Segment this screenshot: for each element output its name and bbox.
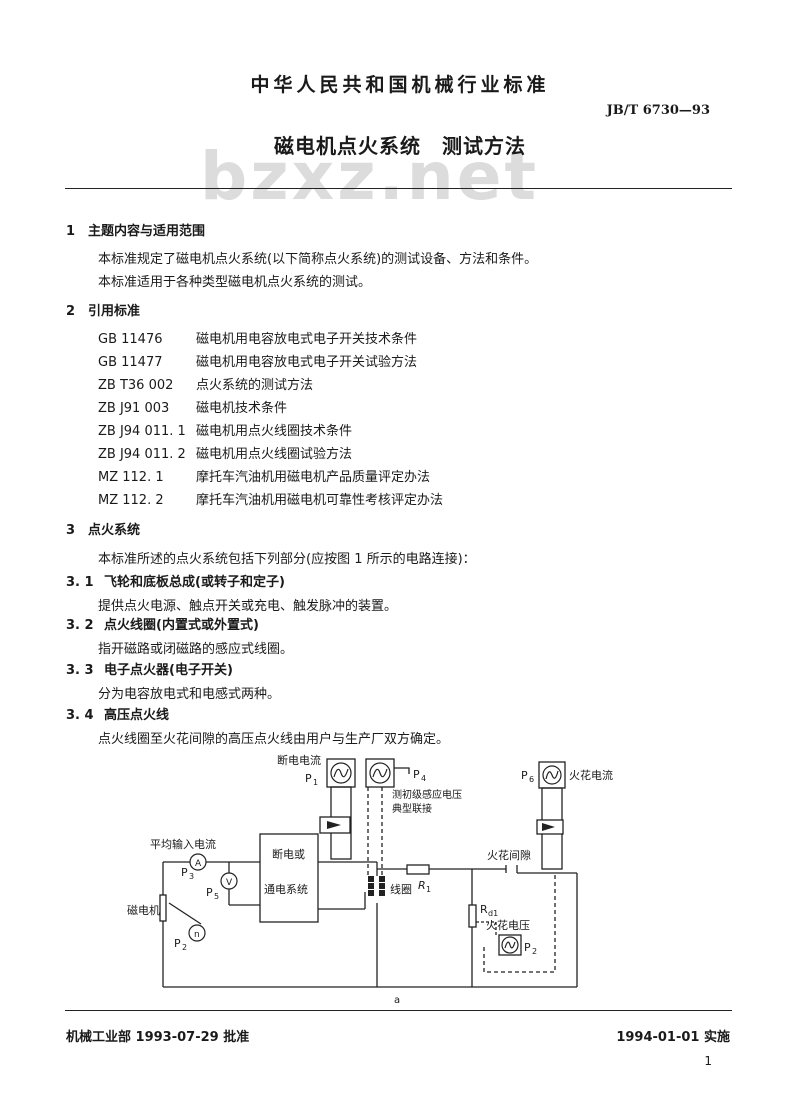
scope-p7-icon: [501, 936, 519, 954]
probe-arrow-icon: [327, 821, 555, 831]
break-current-label: 断电电流: [277, 753, 321, 767]
p3-label: P: [181, 866, 188, 879]
p5-sub: 5: [214, 892, 219, 901]
section-3-heading: 3 点火系统: [66, 519, 140, 538]
section-1-number: 1: [66, 224, 76, 239]
scope-p4-icon: [369, 762, 391, 784]
section-1-title: 主题内容与适用范围: [88, 224, 206, 239]
ammeter-icon: [189, 853, 207, 871]
approval-text: 机械工业部 1993-07-29 批准: [66, 1030, 250, 1045]
section-3-number: 3: [66, 523, 76, 538]
primary-note-1: 测初级感应电压: [392, 788, 462, 801]
p2-sub: 2: [182, 943, 187, 952]
header-rule: [65, 188, 732, 189]
p1-sub: 1: [313, 778, 318, 787]
standard-code: JB/T 6730—93: [606, 103, 710, 118]
section-3-title: 点火系统: [88, 523, 141, 538]
meter-a-label: A: [195, 859, 202, 869]
p3-sub: 3: [189, 872, 194, 881]
subsection-text: 指开磁路或闭磁路的感应式线圈。: [98, 642, 294, 657]
watermark: bzxz.net: [200, 138, 540, 215]
p5-label: P: [206, 886, 213, 899]
scope-p7: [498, 934, 522, 956]
magneto-coil: [159, 894, 167, 922]
p7-sub: 2: [532, 947, 537, 956]
resistor-r1: [406, 864, 430, 875]
voltmeter-icon: [220, 872, 238, 890]
coil-label: 线圈: [390, 882, 412, 896]
section-2-number: 2: [66, 304, 76, 319]
meter-v-label: V: [226, 878, 233, 888]
p4-sub: 4: [421, 774, 426, 783]
switch-system-box: [259, 833, 319, 923]
magneto-label: 磁电机: [127, 903, 160, 917]
p4-label: P: [413, 768, 420, 781]
spark-gap-label: 火花间隙: [487, 848, 531, 862]
p1-label: P: [305, 772, 312, 785]
primary-note-2: 典型联接: [392, 802, 432, 815]
footer-rule: [65, 1010, 732, 1011]
section-1-heading: 1 主题内容与适用范围: [66, 220, 205, 239]
tachometer-icon: [188, 924, 206, 942]
section-1-para-2: 本标准适用于各种类型磁电机点火系统的测试。: [98, 275, 372, 290]
scope-p6-icon: [542, 765, 562, 785]
p2-label: P: [174, 937, 181, 950]
rd1-sub: d1: [488, 909, 498, 918]
subsection-text: 点火线圈至火花间隙的高压点火线由用户与生产厂双方确定。: [98, 732, 450, 747]
spark-voltage-label: 火花电压: [486, 919, 530, 932]
r1-label: R: [418, 879, 426, 892]
section-2-title: 引用标准: [88, 304, 141, 319]
section-3-intro: 本标准所述的点火系统包括下列部分(应按图 1 所示的电路连接)：: [98, 552, 476, 567]
switch-label-1: 断电或: [272, 847, 305, 861]
meter-n-label: n: [194, 930, 200, 940]
r1-sub: 1: [426, 885, 431, 894]
section-2-heading: 2 引用标准: [66, 300, 140, 319]
standard-series: 中华人民共和国机械行业标准: [250, 74, 550, 96]
spark-current-label: 火花电流: [569, 768, 613, 782]
implementation-text: 1994-01-01 实施: [616, 1030, 730, 1045]
rd1-label: R: [480, 903, 488, 916]
subsection-text: 分为电容放电式和电感式两种。: [98, 687, 281, 702]
p6-label: P: [521, 769, 528, 782]
ignition-coil-symbol: [368, 876, 385, 896]
switch-label-2: 通电系统: [264, 883, 308, 896]
resistor-rd1: [468, 904, 477, 928]
page-number: 1: [704, 1054, 712, 1068]
scope-p1-icon: [330, 762, 352, 784]
figure-caption: a: [394, 995, 400, 1006]
p7-label: P: [524, 941, 531, 954]
section-1-para-1: 本标准规定了磁电机点火系统(以下简称点火系统)的测试设备、方法和条件。: [98, 252, 538, 267]
subsection-text: 提供点火电源、触点开关或充电、触发脉冲的装置。: [98, 599, 398, 614]
p6-sub: 6: [529, 775, 534, 784]
avg-input-current-label: 平均输入电流: [150, 837, 216, 851]
document-title: 磁电机点火系统 测试方法: [274, 134, 526, 158]
scope-p4: [365, 758, 395, 788]
